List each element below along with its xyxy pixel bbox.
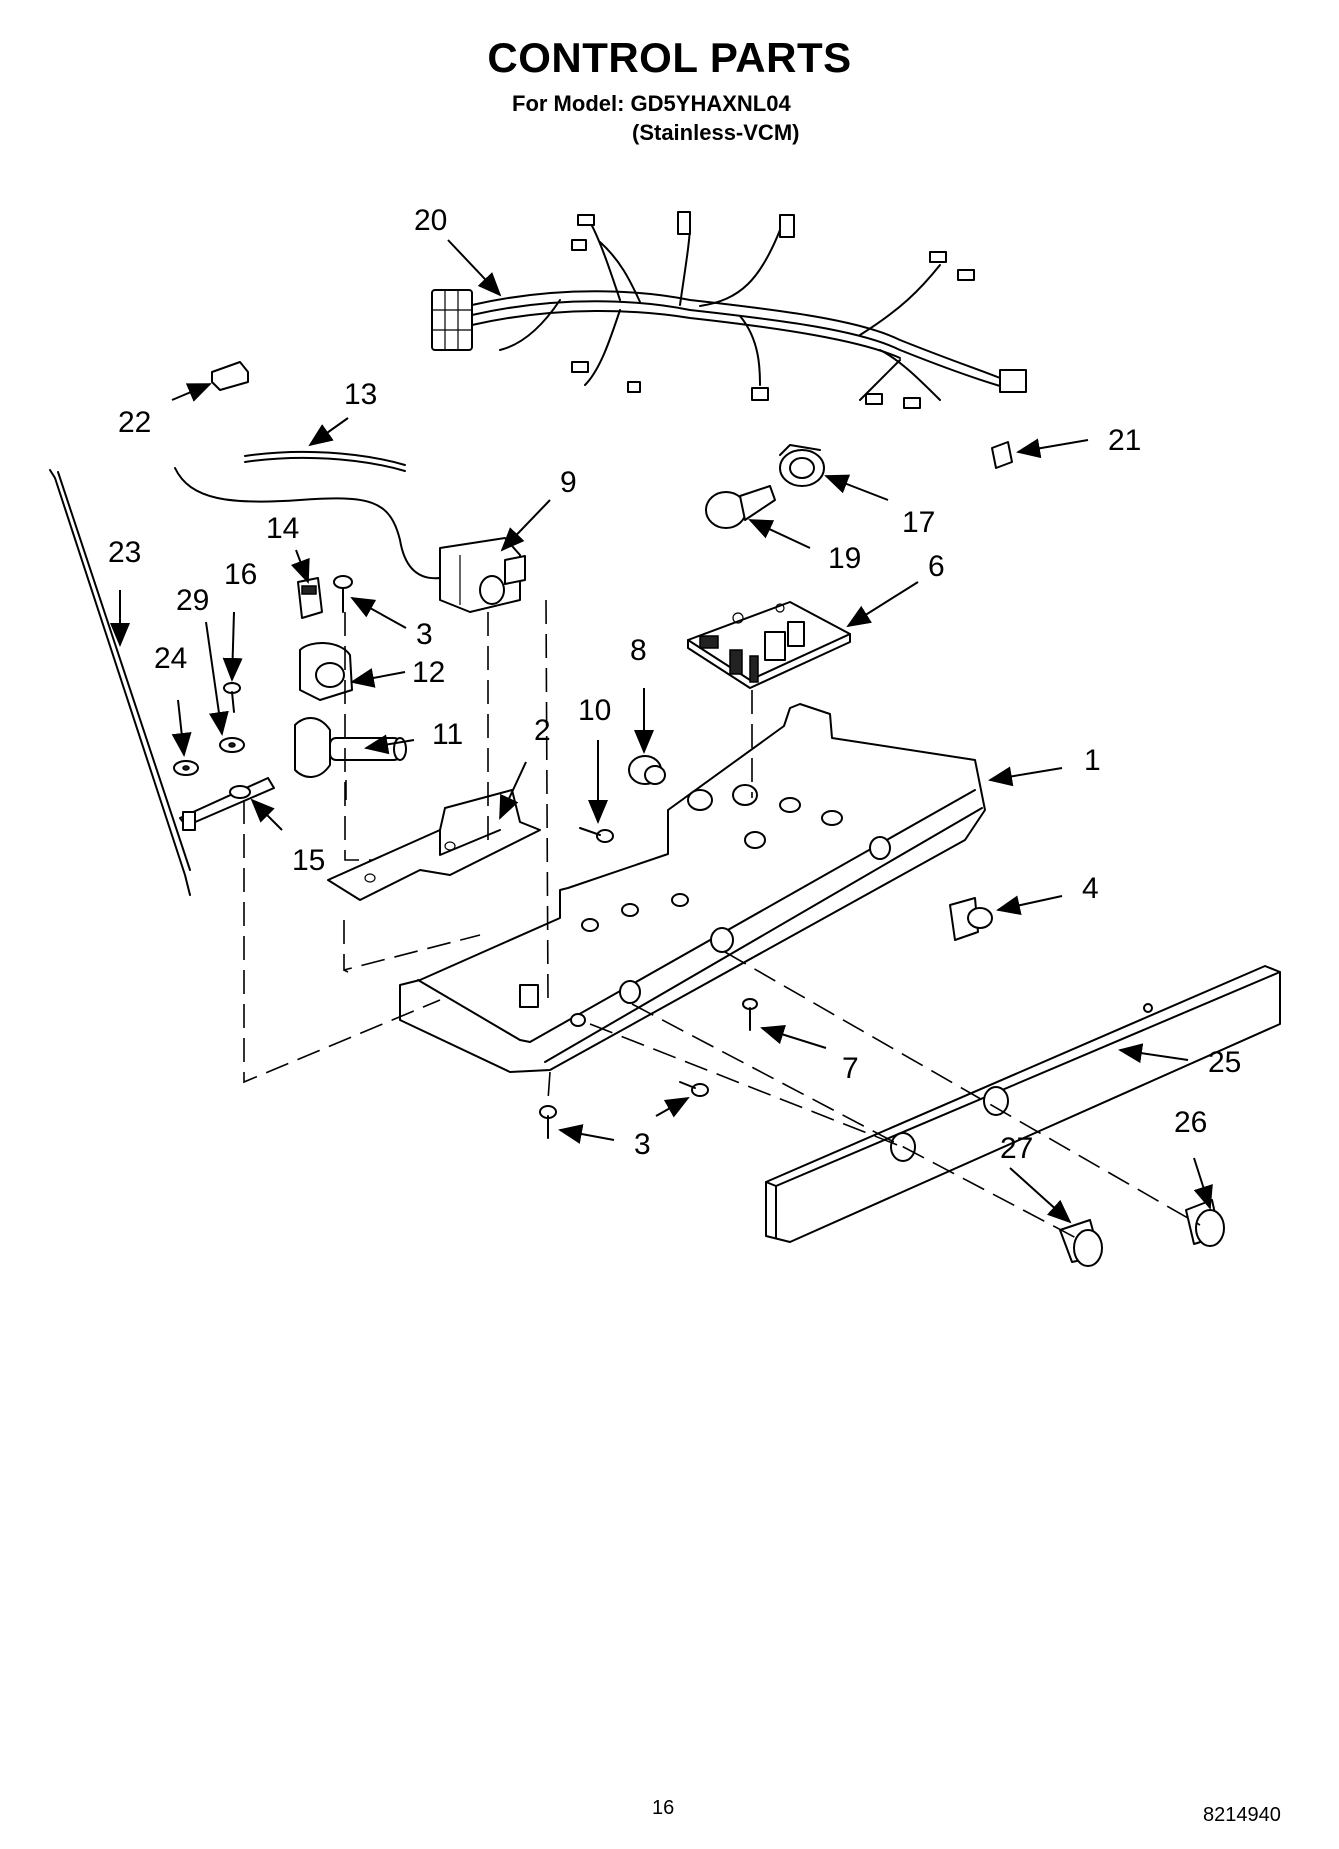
part-21 (991, 441, 1013, 469)
housing-part-1 (399, 703, 986, 1073)
callout-1: 1 (1084, 744, 1101, 777)
callout-29: 29 (176, 584, 209, 617)
knob-part-26 (1185, 1199, 1225, 1247)
switch-part-4 (949, 897, 993, 941)
model-line: For Model: GD5YHAXNL04 (512, 91, 791, 116)
callout-23: 23 (108, 536, 141, 569)
control-board-part-6 (687, 601, 851, 689)
page-title: CONTROL PARTS (487, 34, 852, 81)
callout-9: 9 (560, 466, 577, 499)
bracket-part-12 (299, 642, 353, 701)
callout-3b: 3 (634, 1128, 651, 1161)
document-number: 8214940 (1203, 1804, 1281, 1826)
callout-26: 26 (1174, 1106, 1207, 1139)
callout-10: 10 (578, 694, 611, 727)
leader-lines (110, 239, 1213, 1224)
callout-6: 6 (928, 550, 945, 583)
washer-part-29 (219, 737, 245, 753)
callout-22: 22 (118, 406, 151, 439)
callout-4: 4 (1082, 872, 1099, 905)
trim-panel-part-25 (765, 965, 1281, 1243)
callout-17: 17 (902, 506, 935, 539)
knob-part-27 (1059, 1219, 1103, 1267)
callout-14: 14 (266, 512, 299, 545)
bracket-part-14 (297, 577, 323, 619)
callout-24: 24 (154, 642, 187, 675)
callout-19: 19 (828, 542, 861, 575)
screw-lower-2 (539, 1105, 557, 1139)
lever-part-15 (179, 777, 275, 831)
callout-16: 16 (224, 558, 257, 591)
rod-part-23 (49, 469, 191, 896)
control-part-9 (174, 467, 526, 613)
screw-lower-1 (679, 1081, 709, 1097)
callout-7: 7 (842, 1052, 859, 1085)
callout-8: 8 (630, 634, 647, 667)
callout-labels: 20 22 13 21 9 17 19 6 14 23 3 12 29 16 2… (108, 204, 1241, 1165)
callout-11: 11 (432, 718, 463, 751)
bracket-part-2 (327, 789, 541, 901)
callout-2: 2 (534, 714, 551, 747)
grommet-part-8 (628, 755, 666, 785)
lamp-socket-part-17 (779, 444, 825, 487)
callout-3a: 3 (416, 618, 433, 651)
variant-line: (Stainless-VCM) (632, 120, 800, 145)
callout-21: 21 (1108, 424, 1141, 457)
callout-27: 27 (1000, 1132, 1033, 1165)
wire-harness (431, 211, 1027, 409)
callout-20: 20 (414, 204, 447, 237)
washer-part-24 (173, 760, 199, 776)
page-number: 16 (652, 1797, 675, 1819)
shaft-part-11 (294, 717, 407, 778)
callout-12: 12 (412, 656, 445, 689)
callout-25: 25 (1208, 1046, 1241, 1079)
tube-part-13 (244, 450, 406, 472)
screw-upper (333, 575, 353, 613)
screw-part-16 (223, 682, 241, 713)
bulb-part-19 (705, 485, 776, 529)
alignment-lines (243, 599, 1201, 1241)
callout-13: 13 (344, 378, 377, 411)
callout-15: 15 (292, 844, 325, 877)
clip-part-22 (211, 361, 249, 391)
screw-part-10 (579, 827, 614, 843)
screw-part-7 (742, 998, 758, 1031)
